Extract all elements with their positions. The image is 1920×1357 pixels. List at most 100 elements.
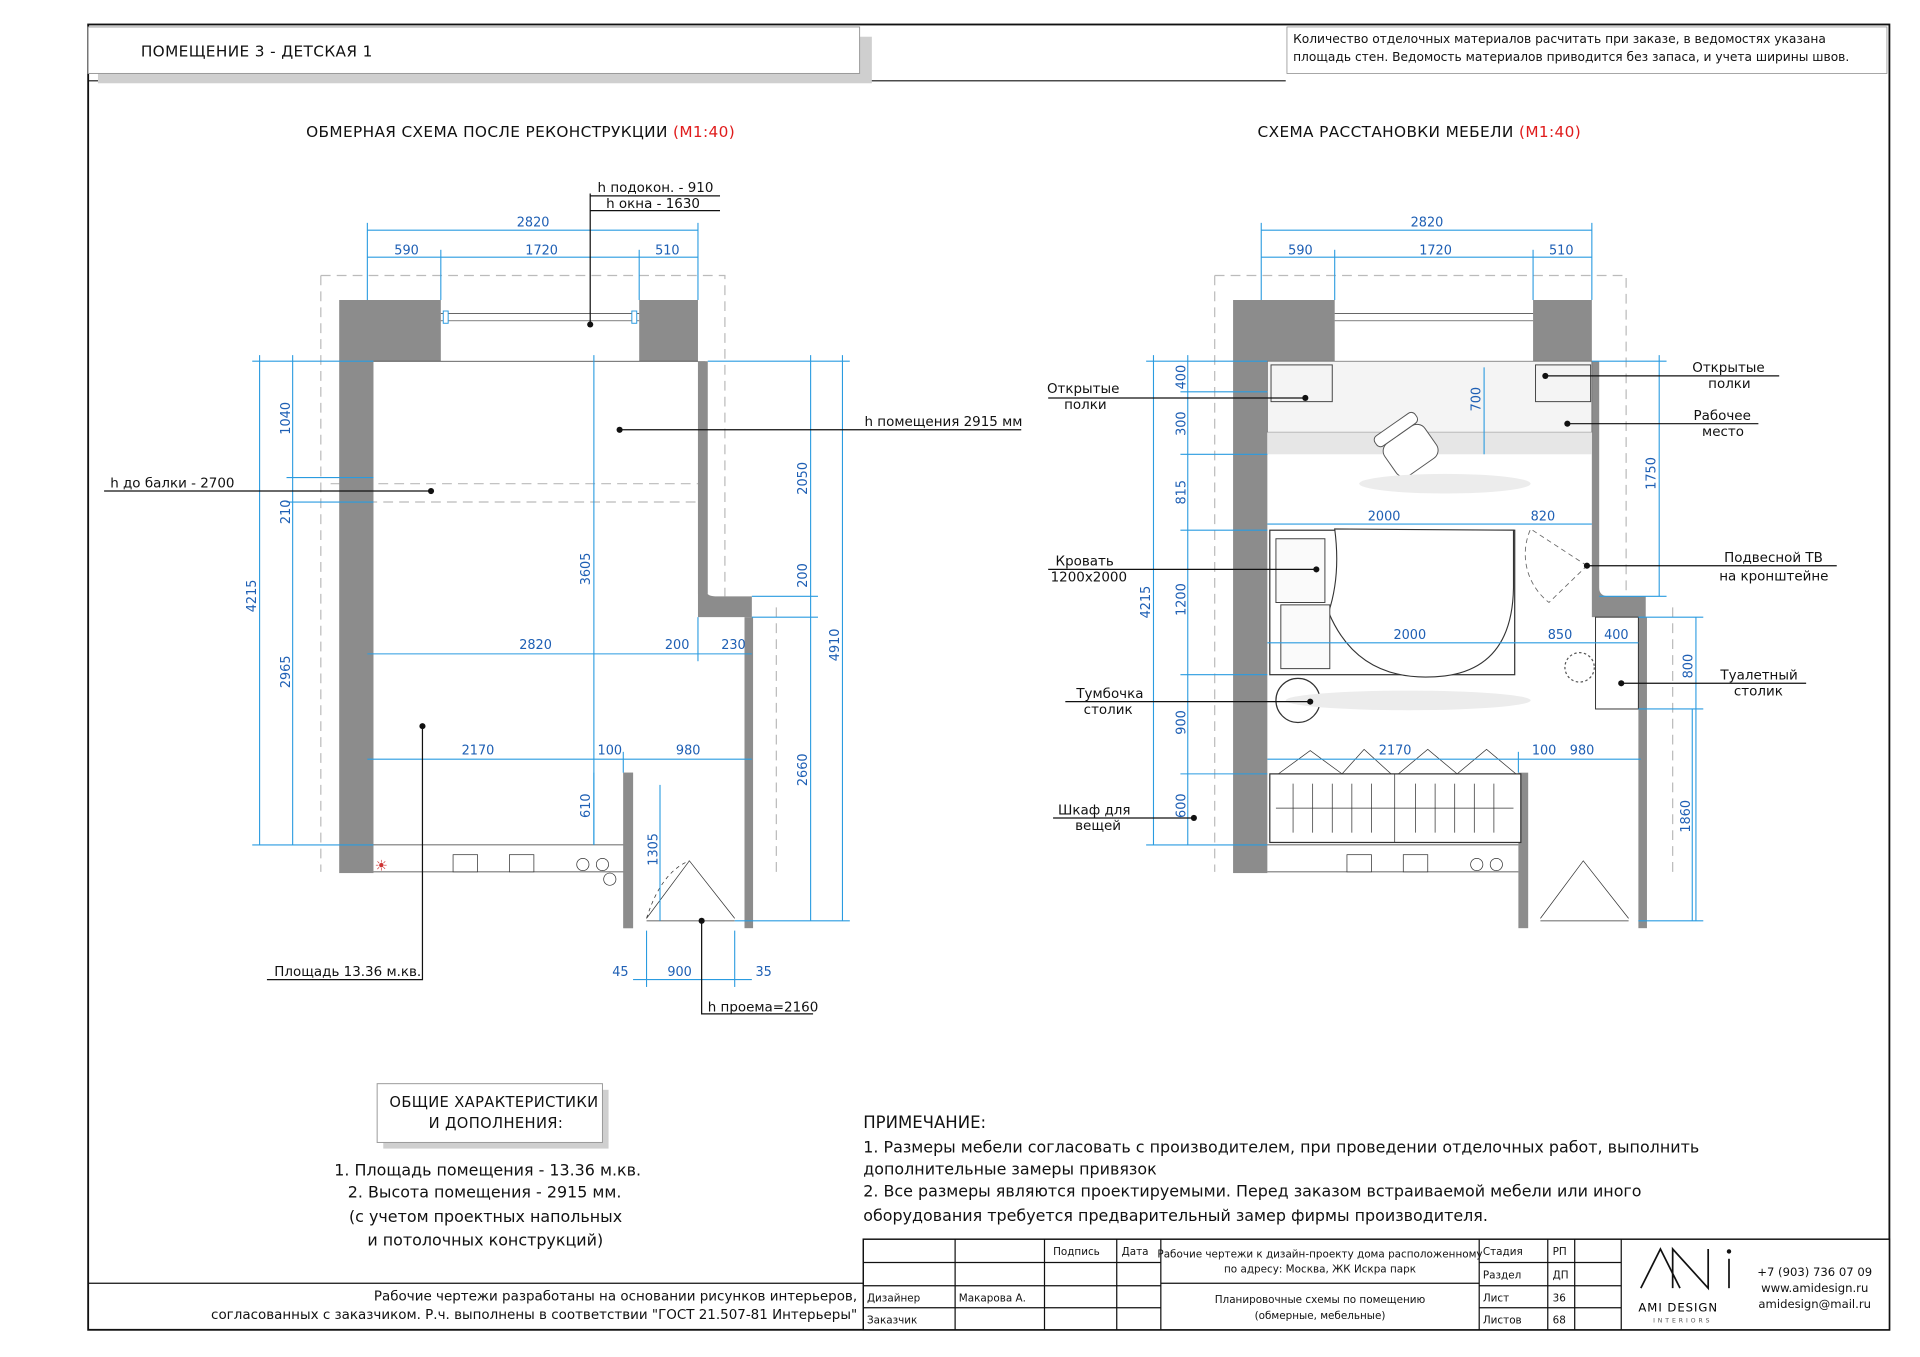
tb-designer-name: Макарова А. — [959, 1293, 1026, 1305]
f-dim-top-total: 2820 — [1411, 216, 1444, 231]
callout-area: Площадь 13.36 м.кв. — [274, 965, 421, 980]
characteristics-line-1: 1. Площадь помещения - 13.36 м.кв. — [334, 1161, 641, 1180]
tb-date: Дата — [1122, 1246, 1149, 1258]
label-tv-2: на кронштейне — [1719, 569, 1828, 584]
tb-sheet-label: Лист — [1483, 1293, 1509, 1305]
plan-furniture-title: СХЕМА РАССТАНОВКИ МЕБЕЛИ (М1:40) — [1258, 123, 1582, 141]
measure-plan: ☀︎ 2820 590 1720 510 4215 1040 210 2965 — [104, 181, 1022, 1015]
f-dim-bed-gap: 820 — [1531, 509, 1556, 524]
materials-note-line-1: Количество отделочных материалов расчита… — [1293, 32, 1826, 46]
dim-top-window: 1720 — [525, 244, 558, 259]
characteristics-line-2: 2. Высота помещения - 2915 мм. — [348, 1183, 622, 1202]
f-dim-wardrobe-wall: 100 — [1532, 743, 1557, 758]
label-wardrobe-1: Шкаф для — [1058, 803, 1131, 818]
f-dim-top-window: 1720 — [1419, 244, 1452, 259]
characteristics-box — [376, 1083, 603, 1143]
plan-measure-title: ОБМЕРНАЯ СХЕМА ПОСЛЕ РЕКОНСТРУКЦИИ (М1:4… — [306, 123, 735, 141]
tb-sheets-label: Листов — [1483, 1315, 1522, 1327]
f-dim-vanity-width: 400 — [1604, 628, 1629, 643]
dim-left-lower: 2965 — [279, 655, 294, 688]
f-dim-wardrobe-width: 2170 — [1379, 743, 1412, 758]
hangers — [1292, 783, 1495, 833]
label-bed-1: Кровать — [1056, 555, 1114, 570]
f-dim-right-lower: 1860 — [1679, 800, 1694, 833]
materials-note-box — [1286, 26, 1888, 74]
tb-section-label: Раздел — [1483, 1269, 1521, 1281]
contact-site: www.amidesign.ru — [1761, 1281, 1868, 1295]
tb-sheet-title-1: Планировочные схемы по помещению — [1215, 1294, 1426, 1306]
label-vanity-1: Туалетный — [1719, 669, 1797, 684]
characteristics-title-1: ОБЩИЕ ХАРАКТЕРИСТИКИ — [389, 1094, 598, 1111]
label-tv-1: Подвесной ТВ — [1724, 551, 1823, 566]
pillow-1 — [1275, 538, 1326, 603]
dim-right-total: 4910 — [828, 629, 843, 662]
wall-right — [697, 361, 708, 594]
dim-left-beam: 210 — [279, 500, 294, 525]
dim-left-total: 4215 — [245, 580, 260, 613]
f-dim-gap: 900 — [1174, 710, 1189, 735]
desk — [1266, 360, 1593, 433]
basis-note-line-2: согласованных с заказчиком. Р.ч. выполне… — [211, 1308, 857, 1323]
contact-phone: +7 (903) 736 07 09 — [1757, 1265, 1872, 1279]
dim-right-upper: 2050 — [796, 462, 811, 495]
label-vanity-2: столик — [1734, 685, 1783, 700]
furniture-plan: 2820 590 1720 510 4215 400 300 815 1200 … — [1047, 216, 1837, 929]
tb-sheets-value: 68 — [1553, 1315, 1566, 1327]
pillow-2 — [1280, 604, 1331, 670]
notes-line-3: 2. Все размеры являются проектируемыми. … — [863, 1181, 1641, 1200]
tv-angle — [1524, 528, 1588, 604]
label-nightstand-1: Тумбочка — [1075, 686, 1143, 702]
f-dim-desk-depth: 700 — [1469, 387, 1484, 412]
dim-door-height: 1305 — [647, 833, 662, 866]
label-workplace-1: Рабочее — [1693, 408, 1750, 424]
f-dim-bed-length: 2000 — [1368, 509, 1401, 524]
label-wardrobe-2: вещей — [1075, 819, 1121, 834]
dim-bath-depth: 610 — [579, 793, 594, 818]
radiator-icon: ☀︎ — [375, 858, 388, 875]
dim-bath-right: 980 — [676, 743, 701, 758]
callout-beam-height: h до балки - 2700 — [110, 475, 234, 491]
f-dim-wardrobe-right: 980 — [1570, 743, 1595, 758]
tb-client-label: Заказчик — [867, 1315, 917, 1327]
door-swing — [646, 860, 735, 919]
characteristics-line-4: и потолочных конструкций) — [367, 1230, 603, 1249]
callout-sill-height: h подокон. - 910 — [598, 181, 714, 196]
callout-window-height: h окна - 1630 — [606, 197, 700, 212]
characteristics-title-2: И ДОПОЛНЕНИЯ: — [429, 1115, 564, 1132]
dim-door-right: 35 — [756, 965, 772, 980]
tb-sheet-value: 36 — [1553, 1293, 1566, 1305]
shelf-left — [1270, 364, 1333, 403]
notes-line-4: оборудования требуется предварительный з… — [863, 1206, 1488, 1225]
dim-top-total: 2820 — [517, 216, 550, 231]
tb-project-2: по адресу: Москва, ЖК Искра парк — [1224, 1263, 1416, 1275]
callout-opening-height: h проема=2160 — [708, 1000, 819, 1015]
dim-bath-left: 2170 — [462, 743, 495, 758]
notes-line-2: дополнительные замеры привязок — [863, 1159, 1157, 1178]
tb-section-value: ДП — [1553, 1269, 1569, 1281]
shelf-right — [1535, 364, 1592, 403]
f-dim-desk: 300 — [1174, 411, 1189, 436]
tb-sheet-title-2: (обмерные, мебельные) — [1255, 1310, 1386, 1322]
vanity — [1595, 616, 1639, 710]
callout-room-height: h помещения 2915 мм — [864, 415, 1022, 430]
title-block: Подпись Дата Дизайнер Макарова А. Заказч… — [862, 1238, 1891, 1331]
dim-bath-wall: 100 — [598, 743, 623, 758]
f-dim-wardrobe: 600 — [1174, 793, 1189, 818]
blanket — [1327, 528, 1515, 678]
materials-note-line-2: площадь стен. Ведомость материалов приво… — [1293, 50, 1849, 64]
tb-project-1: Рабочие чертежи к дизайн-проекту дома ра… — [1157, 1249, 1482, 1261]
notes-line-1: 1. Размеры мебели согласовать с производ… — [863, 1137, 1699, 1156]
f-dim-left-total: 4215 — [1139, 586, 1154, 619]
dim-mid-width: 2820 — [519, 638, 552, 653]
f-dim-shelf: 400 — [1174, 365, 1189, 390]
wall-top-left — [339, 300, 441, 362]
label-open-shelves-left-1: Открытые — [1047, 382, 1119, 397]
wall-right-lower — [744, 617, 754, 929]
socket-1 — [452, 854, 478, 873]
f-dim-right-upper: 1750 — [1645, 457, 1660, 490]
f-dim-top-left: 590 — [1288, 244, 1313, 259]
outline-dash — [320, 274, 726, 597]
dim-right-lower: 2660 — [796, 753, 811, 786]
room-title: ПОМЕЩЕНИЕ 3 - ДЕТСКАЯ 1 — [141, 42, 373, 60]
